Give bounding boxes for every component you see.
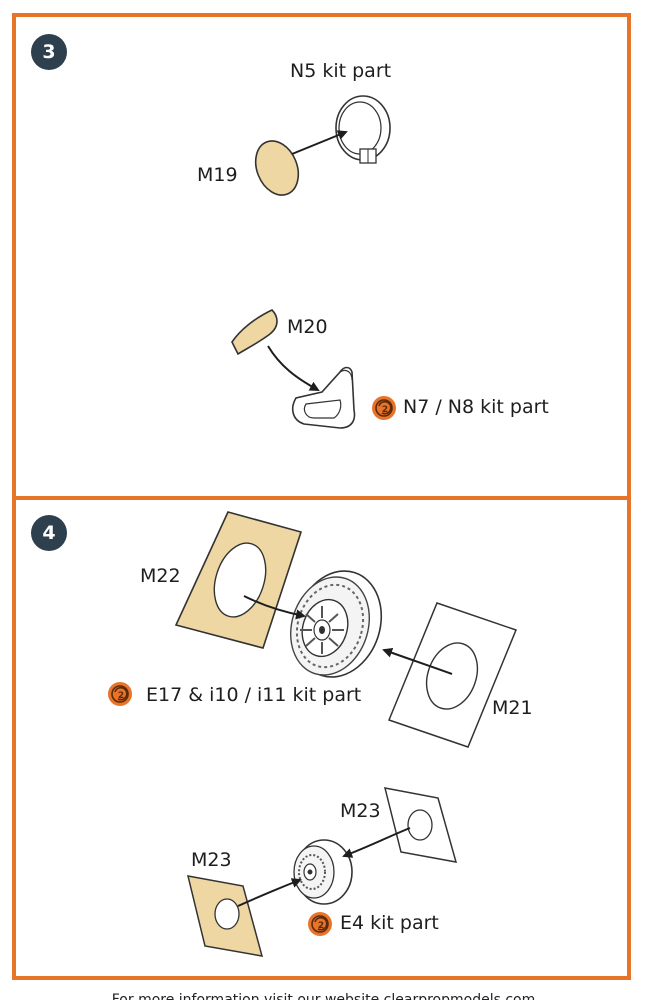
n7-n8-kit-part-drawing <box>291 366 356 429</box>
m23-mask-tan <box>186 875 264 957</box>
main-wheel-drawing <box>289 570 383 678</box>
label-m20: M20 <box>287 316 328 338</box>
label-e4-kit-part: E4 kit part <box>340 912 439 934</box>
footer-website-text: For more information visit our website c… <box>111 992 536 1000</box>
label-m21: M21 <box>492 697 533 719</box>
m19-mask <box>254 140 300 196</box>
m22-mask <box>174 511 303 649</box>
label-m22: M22 <box>140 565 181 587</box>
label-m19: M19 <box>197 164 238 186</box>
label-n5-kit-part: N5 kit part <box>290 60 392 82</box>
step-4-badge: 4 <box>31 515 67 551</box>
m21-mask <box>388 602 517 748</box>
kit-part-icon <box>371 395 397 421</box>
label-m23-top: M23 <box>340 800 381 822</box>
m20-mask <box>231 309 278 356</box>
m23-mask-white <box>383 787 458 863</box>
label-m23-bottom: M23 <box>191 849 232 871</box>
tail-wheel-drawing <box>293 839 353 905</box>
step-3-badge: 3 <box>31 34 67 70</box>
n5-kit-part-drawing <box>335 95 391 164</box>
label-e17-i10-i11-kit-part: E17 & i10 / i11 kit part <box>146 684 362 706</box>
label-n7-n8-kit-part: N7 / N8 kit part <box>403 396 549 418</box>
